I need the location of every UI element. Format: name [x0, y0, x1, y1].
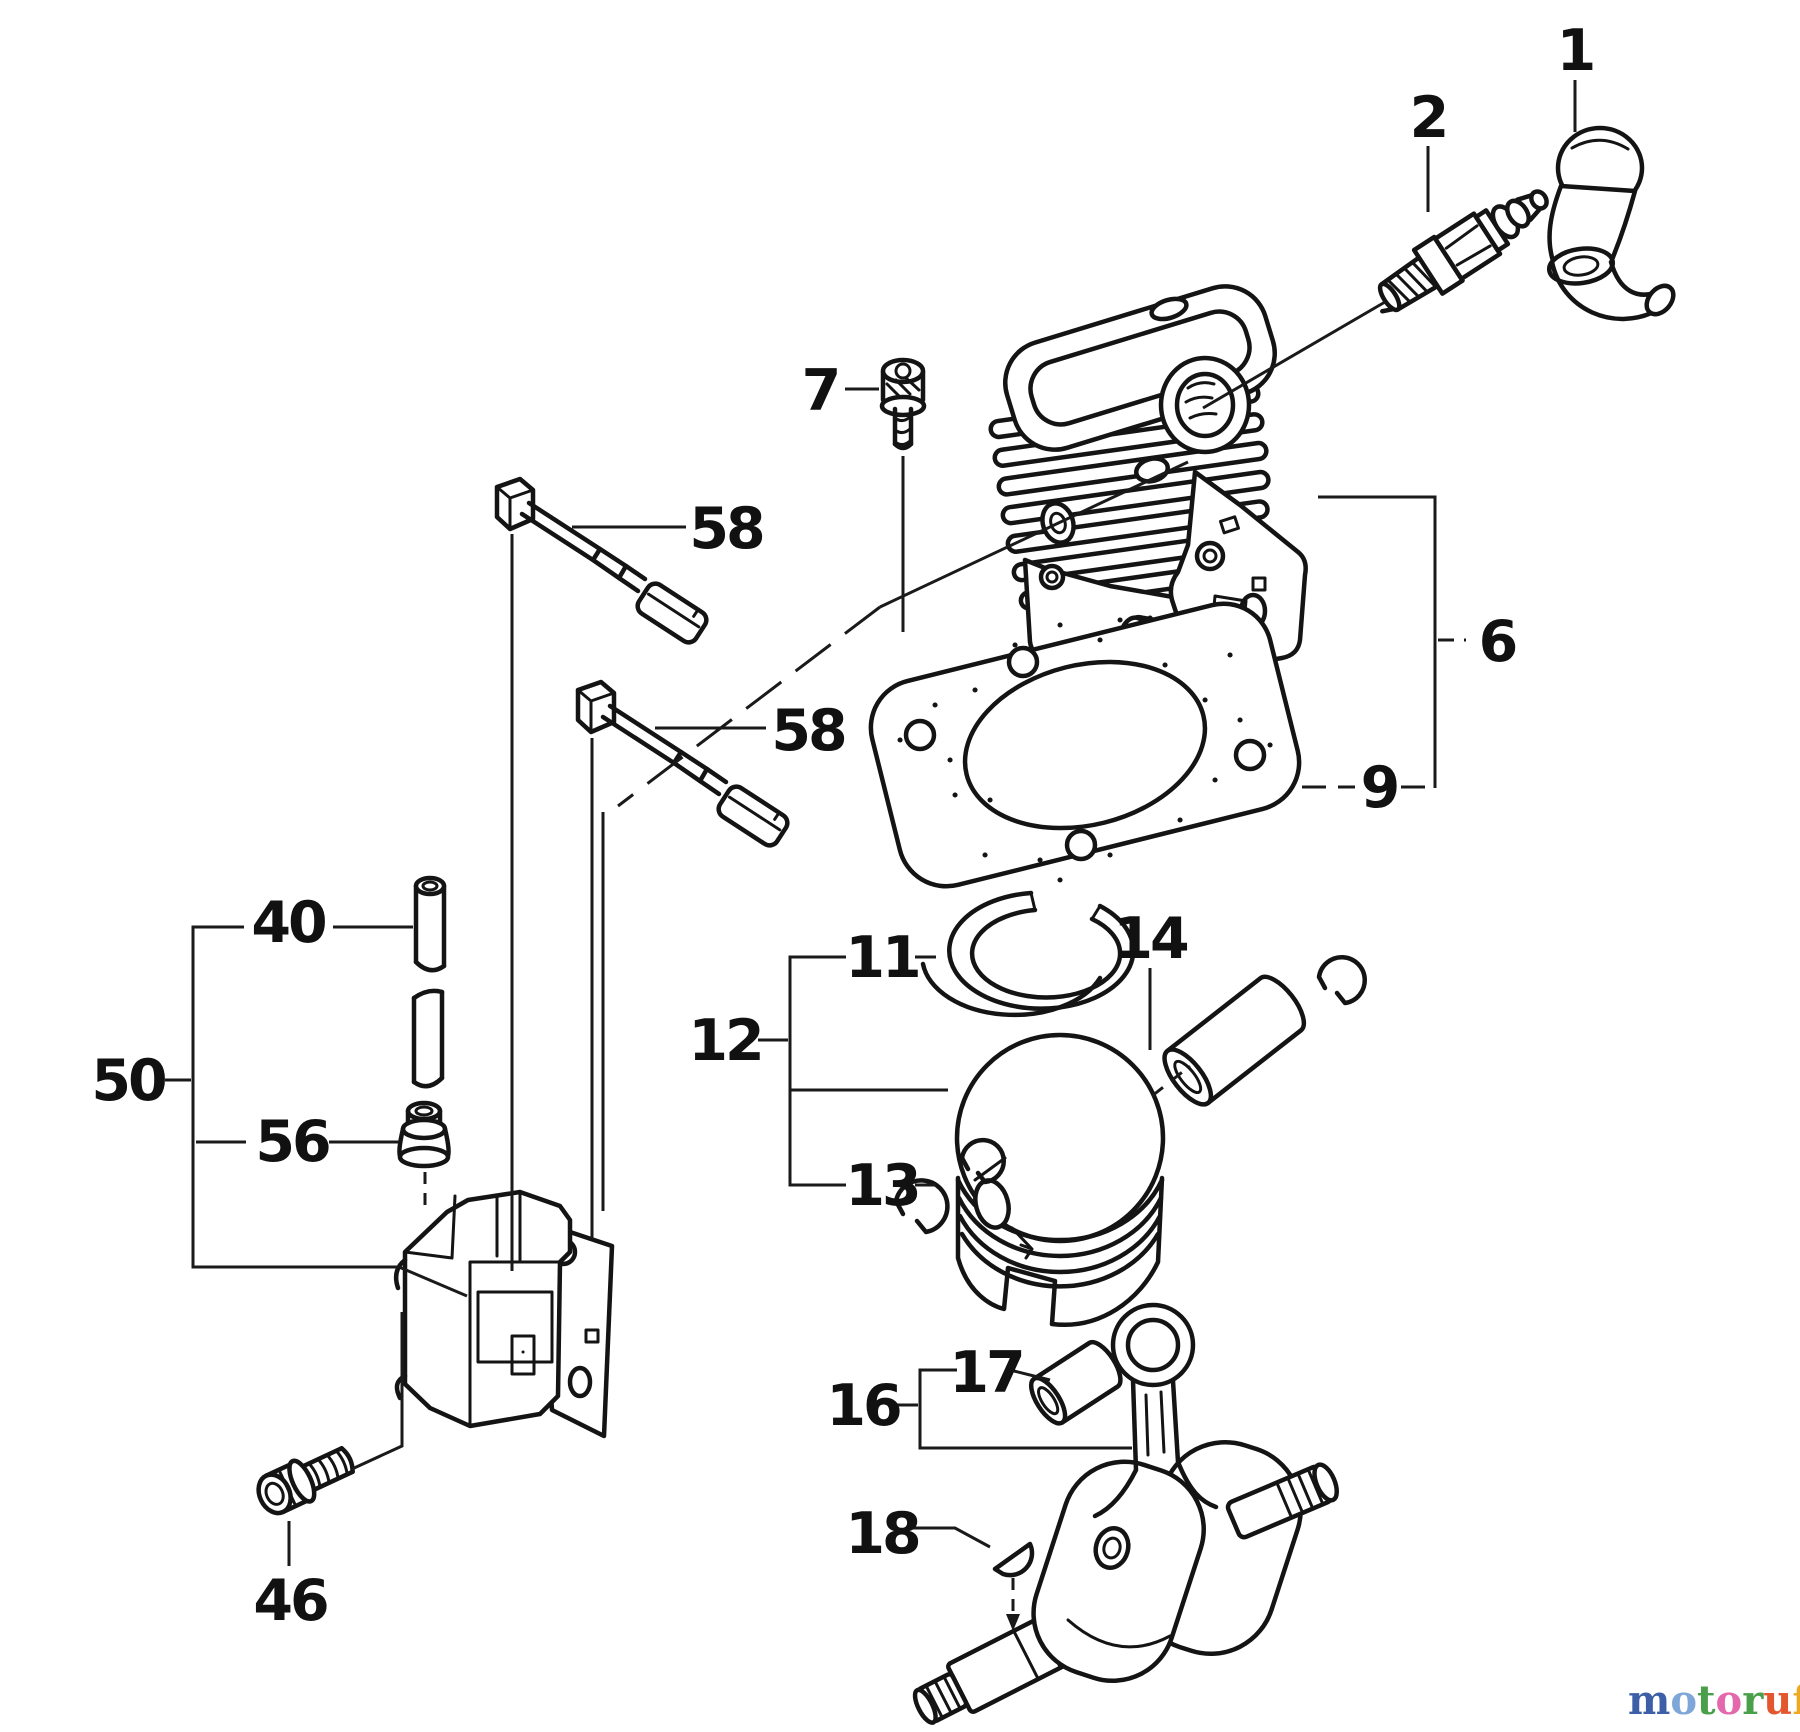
logo-letter[interactable]: o: [1716, 1677, 1743, 1724]
part-label-11: 11: [845, 925, 918, 991]
logo-letter[interactable]: o: [1670, 1677, 1697, 1724]
part-label-50: 50: [91, 1048, 165, 1114]
part-label-14: 14: [1113, 906, 1188, 972]
lead-wire-upper: [494, 476, 709, 645]
piston: [954, 1032, 1166, 1328]
cylinder-gasket: [868, 601, 1302, 889]
part-label-56: 56: [255, 1109, 329, 1175]
bolt-7: [879, 357, 927, 451]
leader-lines: [165, 80, 1577, 1631]
part-label-58b: 58: [771, 698, 845, 764]
motoruf-logo[interactable]: motoruf.de: [1628, 1677, 1800, 1724]
connecting-rod-bushing: [1028, 1339, 1123, 1426]
lead-wire-lower: [575, 679, 790, 848]
spark-plug-cap: [1546, 125, 1676, 322]
piston-pin: [1162, 955, 1367, 1107]
spark-plug: [1377, 189, 1549, 314]
piston-pin-circlips: [893, 1137, 1007, 1235]
cylinder: [988, 284, 1308, 684]
logo-letter[interactable]: t: [1697, 1677, 1716, 1724]
part-label-7: 7: [802, 358, 839, 424]
logo-letter[interactable]: u: [1763, 1677, 1792, 1724]
part-label-16: 16: [826, 1373, 900, 1439]
part-label-17: 17: [949, 1340, 1022, 1406]
woodruff-key: [992, 1541, 1035, 1578]
part-label-58a: 58: [689, 496, 763, 562]
part-label-13: 13: [845, 1153, 918, 1219]
ignition-coil: [393, 1189, 615, 1439]
part-label-12: 12: [688, 1008, 761, 1074]
pipe: [411, 875, 447, 1089]
connecting-rod-crankshaft: [912, 1302, 1339, 1725]
bolt-46: [256, 1445, 355, 1516]
part-label-18: 18: [845, 1501, 919, 1567]
part-label-40: 40: [251, 890, 325, 956]
logo-letter[interactable]: r: [1742, 1677, 1764, 1724]
logo-letter[interactable]: f: [1792, 1677, 1800, 1724]
part-labels: 1 2 7 58 58 6 9 11 12 13 14 16 17 18 40 …: [91, 18, 1596, 1634]
part-label-1: 1: [1557, 18, 1594, 84]
grommet: [397, 1100, 451, 1169]
part-label-46: 46: [253, 1568, 327, 1634]
part-label-6: 6: [1479, 609, 1516, 675]
part-label-9: 9: [1361, 755, 1398, 821]
part-label-2: 2: [1410, 85, 1447, 151]
logo-letter[interactable]: m: [1628, 1677, 1670, 1724]
piston-ring: [920, 890, 1136, 1018]
svg-text:motoruf.de: motoruf.de: [1628, 1677, 1800, 1724]
